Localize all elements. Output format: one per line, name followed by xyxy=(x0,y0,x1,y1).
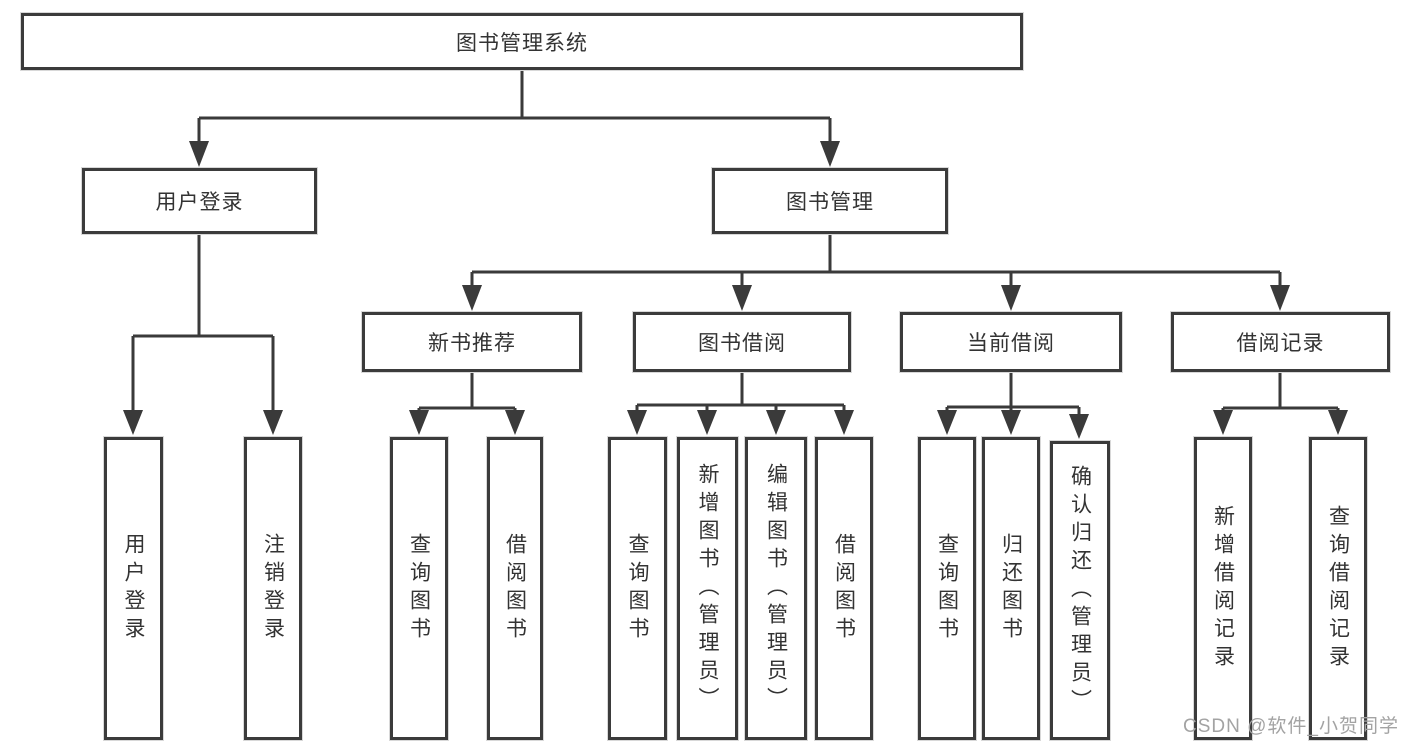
node-leaf-add-borrow-record-label: 新增借阅记录 xyxy=(1211,504,1235,673)
node-user-login: 用户登录 xyxy=(82,168,317,234)
node-leaf-edit-books-admin-label: 编辑图书（管理员） xyxy=(764,462,788,715)
node-book-management-label: 图书管理 xyxy=(786,191,874,214)
node-leaf-add-books-admin: 新增图书（管理员） xyxy=(677,437,738,740)
node-leaf-logout: 注销登录 xyxy=(244,437,302,740)
node-leaf-query-borrow-record: 查询借阅记录 xyxy=(1309,437,1367,740)
node-leaf-add-borrow-record: 新增借阅记录 xyxy=(1194,437,1252,740)
csdn-watermark: CSDN @软件_小贺同学 xyxy=(1183,716,1399,737)
node-user-login-label: 用户登录 xyxy=(155,191,244,214)
node-leaf-return-books-label: 归还图书 xyxy=(999,532,1023,645)
node-leaf-query-borrow-record-label: 查询借阅记录 xyxy=(1326,504,1350,673)
node-leaf-user-login: 用户登录 xyxy=(104,437,163,740)
node-leaf-user-login-label: 用户登录 xyxy=(122,532,145,645)
node-new-book-recommend: 新书推荐 xyxy=(362,312,582,372)
node-leaf-query-books-3-label: 查询图书 xyxy=(935,532,959,645)
node-leaf-borrow-books-1-label: 借阅图书 xyxy=(503,532,527,645)
node-root: 图书管理系统 xyxy=(21,13,1023,70)
node-leaf-query-books-3: 查询图书 xyxy=(918,437,976,740)
node-leaf-return-books: 归还图书 xyxy=(982,437,1040,740)
node-leaf-query-books-2: 查询图书 xyxy=(608,437,667,740)
node-current-borrow: 当前借阅 xyxy=(900,312,1122,372)
node-root-label: 图书管理系统 xyxy=(456,31,588,55)
node-borrow-records-label: 借阅记录 xyxy=(1236,332,1325,355)
node-book-borrow: 图书借阅 xyxy=(633,312,851,372)
node-book-management: 图书管理 xyxy=(712,168,948,234)
node-leaf-borrow-books-1: 借阅图书 xyxy=(487,437,543,740)
node-leaf-add-books-admin-label: 新增图书（管理员） xyxy=(696,462,719,715)
node-leaf-edit-books-admin: 编辑图书（管理员） xyxy=(745,437,807,740)
node-new-book-recommend-label: 新书推荐 xyxy=(428,332,516,355)
node-leaf-borrow-books-2-label: 借阅图书 xyxy=(832,532,856,645)
node-leaf-confirm-return-admin: 确认归还（管理员） xyxy=(1050,441,1110,740)
arrowheads xyxy=(123,141,1348,439)
node-leaf-query-books-2-label: 查询图书 xyxy=(626,532,649,645)
node-leaf-query-books-1-label: 查询图书 xyxy=(407,532,431,645)
node-leaf-logout-label: 注销登录 xyxy=(261,532,285,645)
node-leaf-query-books-1: 查询图书 xyxy=(390,437,448,740)
node-book-borrow-label: 图书借阅 xyxy=(698,332,786,355)
node-leaf-borrow-books-2: 借阅图书 xyxy=(815,437,873,740)
node-borrow-records: 借阅记录 xyxy=(1171,312,1390,372)
node-current-borrow-label: 当前借阅 xyxy=(967,332,1055,355)
node-leaf-confirm-return-admin-label: 确认归还（管理员） xyxy=(1068,464,1092,717)
